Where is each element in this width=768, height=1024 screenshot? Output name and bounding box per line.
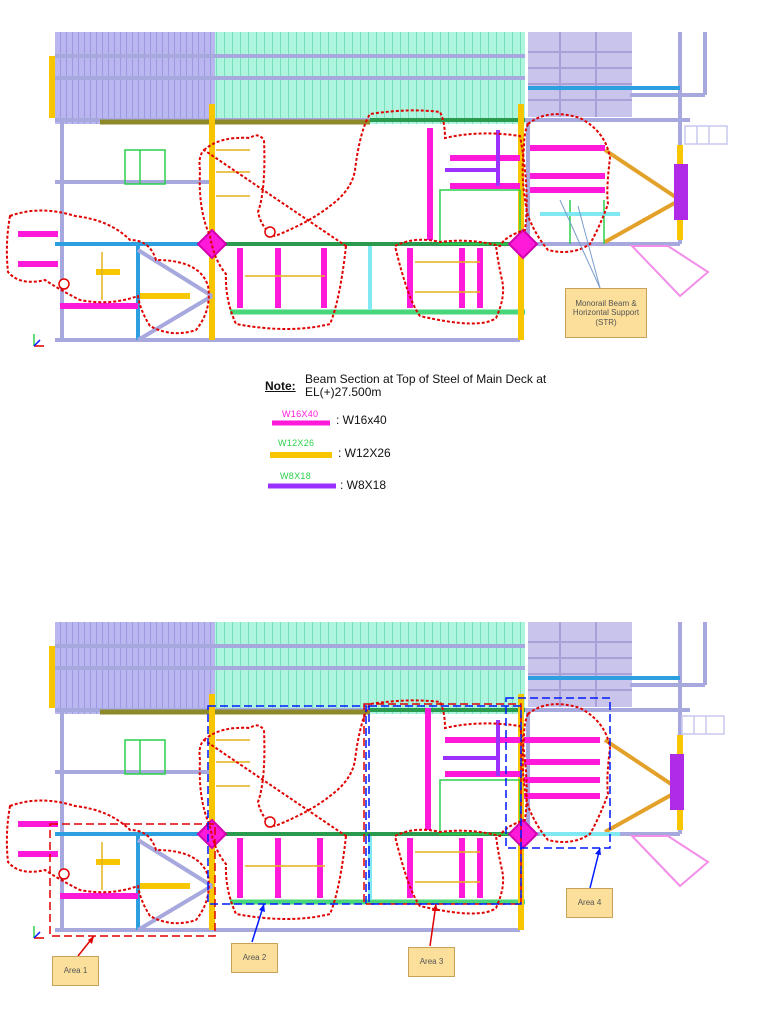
area-1-text: Area 1 [63, 966, 88, 976]
legend-swatches [268, 420, 336, 489]
legend-tag-w16x40: W16X40 [282, 409, 319, 419]
callout-monorail-beam: Monorail Beam & Horizontal Support (STR) [565, 288, 647, 338]
legend-tag-w12x26: W12X26 [278, 438, 315, 448]
note-heading: Note: [265, 379, 296, 393]
area-2-box [207, 705, 367, 905]
legend-label-w16x40: : W16x40 [336, 413, 387, 427]
revision-clouds-top [5, 109, 612, 335]
legend-label-w8x18: : W8X18 [340, 478, 387, 492]
area-3-text: Area 3 [419, 957, 444, 967]
top-plan-view [5, 32, 728, 347]
area-1-box [49, 823, 216, 937]
area-3-box [363, 703, 522, 905]
area-2-text: Area 2 [242, 953, 267, 963]
area-4-box [505, 697, 611, 849]
area-3-label: Area 3 [408, 947, 455, 977]
deck-panel-right [528, 32, 632, 117]
area-1-label: Area 1 [52, 956, 99, 986]
node-diamond-right [507, 228, 539, 260]
legend-tag-w8x18: W8X18 [280, 471, 312, 481]
node-diamond-left [196, 228, 228, 260]
legend-label-w12x26: : W12X26 [338, 446, 391, 460]
callout-monorail-text: Monorail Beam & Horizontal Support (STR) [572, 299, 640, 327]
area-4-text: Area 4 [577, 898, 602, 908]
area-2-label: Area 2 [231, 943, 278, 973]
note-text: Beam Section at Top of Steel of Main Dec… [305, 372, 547, 399]
bottom-plan-view [5, 622, 725, 957]
area-4-label: Area 4 [566, 888, 613, 918]
